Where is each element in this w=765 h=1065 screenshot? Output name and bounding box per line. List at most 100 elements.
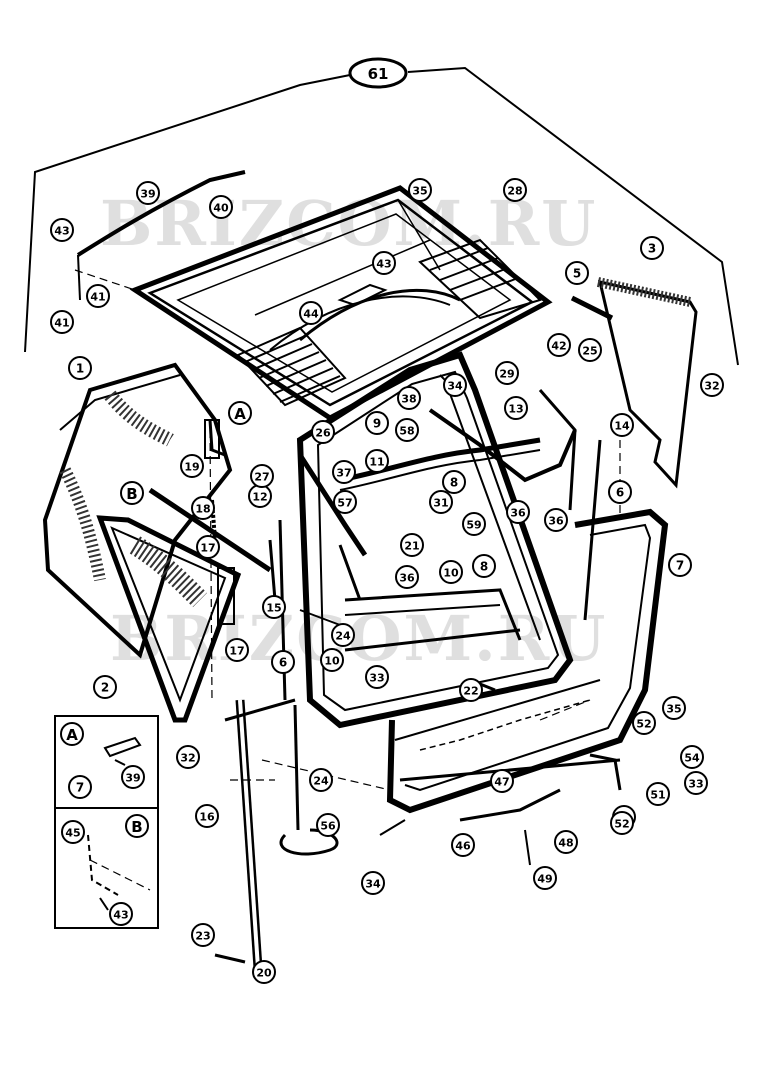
callout-number: 49 [537,873,552,886]
callout-circle [309,768,333,792]
callout-48: 48 [554,830,578,854]
callout-circle [610,811,634,835]
callout-circle [504,396,528,420]
callout-number: 22 [463,685,478,698]
callout-circle [565,261,589,285]
callout-circle [365,665,389,689]
callout-circle [195,804,219,828]
callout-7: 7 [68,775,92,799]
callout-circle [608,480,632,504]
callout-52: 52 [632,711,656,735]
callout-number: 10 [324,655,340,668]
callout-number: 35 [666,703,681,716]
callout-25: 25 [578,338,602,362]
callout-14: 14 [610,413,634,437]
roof-assembly [129,185,553,421]
callout-circle [462,512,486,536]
callout-circle [400,533,424,557]
callout-circle [365,449,389,473]
callout-number: 23 [195,930,210,943]
callout-number: 43 [113,909,128,922]
callout-49: 49 [533,866,557,890]
callout-16: 16 [195,804,219,828]
callout-number: 11 [369,456,384,469]
callout-43: 43 [109,902,133,926]
callout-circle [662,696,686,720]
inset-markers: A B A B [60,401,252,838]
assembly-label: 61 [348,57,408,89]
callout-number: 3 [648,242,656,256]
callout-17: 17 [225,638,249,662]
callout-circle [61,820,85,844]
callout-circle [459,678,483,702]
callout-number: 33 [369,672,384,685]
callout-circle [299,301,323,325]
callout-number: 40 [213,202,229,215]
callout-number: 48 [558,837,573,850]
callout-58: 58 [395,418,419,442]
callout-circle [68,775,92,799]
callout-circle [490,769,514,793]
callout-circle [68,356,92,380]
callout-2: 2 [93,675,117,699]
callout-33: 33 [684,771,708,795]
callout-39: 39 [136,181,160,205]
guide-lines [74,269,621,891]
callout-32: 32 [176,745,200,769]
callout-circle [271,650,295,674]
callout-circle [700,373,724,397]
callout-number: 56 [320,820,336,833]
callout-41: 41 [86,284,110,308]
callout-circle [442,470,466,494]
callout-circle [50,218,74,242]
door-frame [296,351,574,729]
callout-circle [408,178,432,202]
callout-number: 59 [466,519,481,532]
callout-54: 54 [680,745,704,769]
callout-circle [86,284,110,308]
callout-57: 57 [333,490,357,514]
callout-17: 17 [196,535,220,559]
callout-number: 15 [266,602,281,615]
callout-circle [472,554,496,578]
callout-39: 39 [121,765,145,789]
callout-number: 21 [404,540,419,553]
callout-41: 41 [50,310,74,334]
callout-circle [680,745,704,769]
callout-number: 36 [510,507,526,520]
callout-1: 1 [68,356,92,380]
assembly-number: 61 [368,65,389,83]
callout-20: 20 [252,960,276,984]
callout-10: 10 [320,648,344,672]
callout-number: 43 [54,225,69,238]
callout-circle [93,675,117,699]
callout-circle [495,361,519,385]
callout-21: 21 [400,533,424,557]
callout-circle [668,553,692,577]
callout-37: 37 [332,460,356,484]
callout-43: 43 [50,218,74,242]
callout-18: 18 [191,496,215,520]
callout-number: 24 [313,775,329,788]
callout-19: 19 [180,454,204,478]
callout-44: 44 [299,301,323,325]
callout-number: 28 [507,185,522,198]
callout-circle [506,500,530,524]
lower-door-frame [386,508,669,814]
callout-43: 43 [372,251,396,275]
callout-28: 28 [503,178,527,202]
callout-number: 47 [494,776,509,789]
callout-number: 36 [399,572,415,585]
callout-circle [533,866,557,890]
callout-circle [544,508,568,532]
callout-59: 59 [462,512,486,536]
callout-number: 16 [199,811,215,824]
callout-22: 22 [459,678,483,702]
callout-circle [191,496,215,520]
callout-layer: 1235667788910101112131415161717181920212… [50,178,724,984]
callout-number: 31 [433,497,448,510]
callout-36: 36 [395,565,419,589]
assembly-bracket [24,66,739,366]
callout-42: 42 [547,333,571,357]
